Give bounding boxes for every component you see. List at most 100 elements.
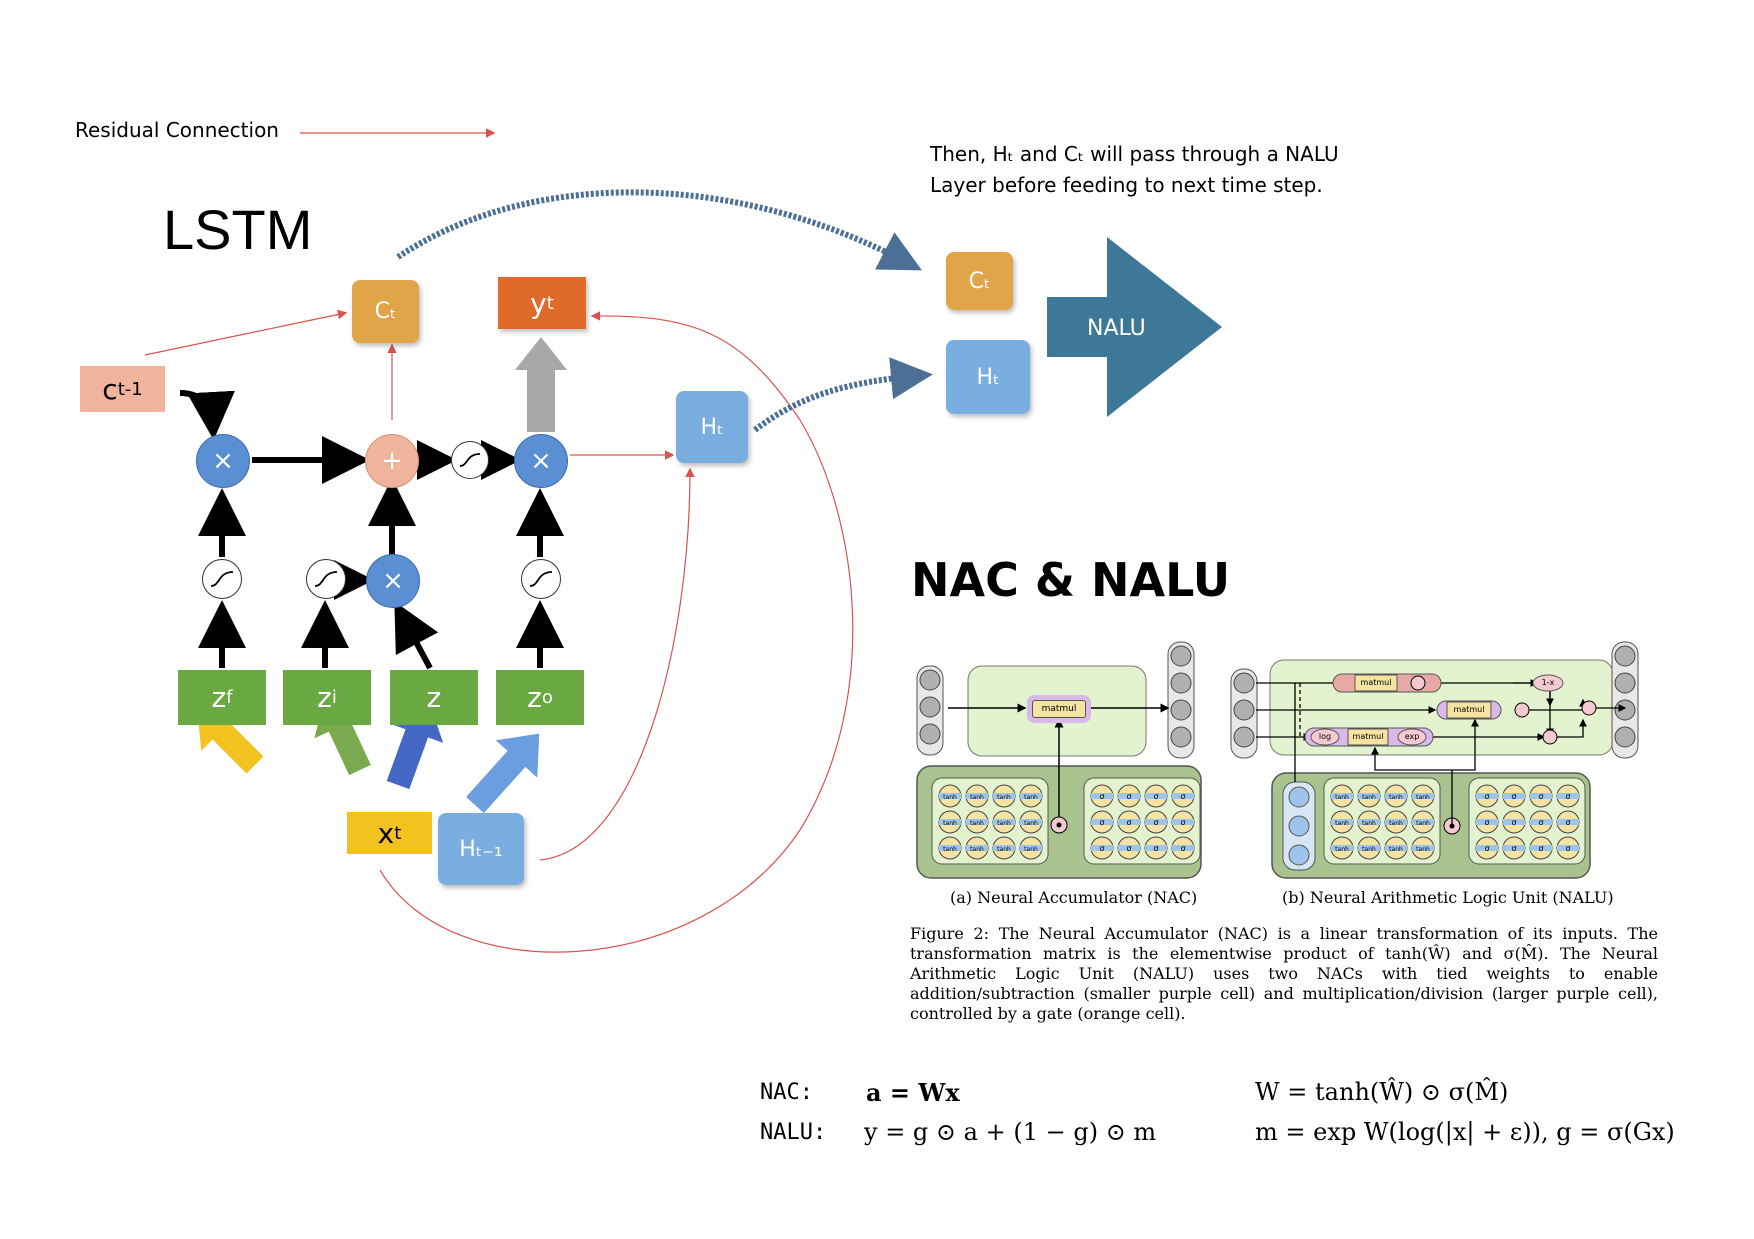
nac-tanh-cell-label: tanh (970, 794, 984, 801)
nac-tanh-cell-label: tanh (943, 794, 957, 801)
nac-sigma-cell-label: σ (1153, 818, 1158, 827)
cprev-to-forget-mult (179, 390, 235, 440)
nalu-tanh-cell-band (1412, 819, 1434, 825)
nalu-ht-label: Hₜ (976, 364, 1000, 390)
nalu-sigma-cell-band (1503, 845, 1525, 851)
nac-sigma-cell-band (1172, 793, 1194, 799)
nac-input-node (919, 669, 941, 691)
nac-tanh-cell-label: tanh (997, 820, 1011, 827)
nalu-sigma-cell-label: σ (1538, 844, 1543, 853)
xt-label: x (377, 816, 395, 850)
gate-z-base: z (426, 681, 442, 714)
hprev-box: Hₜ₋₁ (438, 813, 524, 885)
nac-sigma-cell-band (1118, 845, 1140, 851)
output-mult-symbol: × (530, 446, 552, 476)
nalu-input-nodes (1230, 668, 1258, 759)
nac-tanh-cell-band (993, 819, 1015, 825)
nalu-tanh-cell-label: tanh (1389, 820, 1403, 827)
nalu-one-minus-label: 1-x (1541, 678, 1555, 687)
nac-sigma-cell-label: σ (1126, 792, 1131, 801)
gate-zi-base: z (317, 681, 332, 714)
gate-z-box: z (390, 670, 478, 725)
nalu-tanh-cell-label: tanh (1389, 794, 1403, 801)
nac-tanh-cell-label: tanh (970, 820, 984, 827)
nac-tanh-cell-label: tanh (997, 846, 1011, 853)
nac-tanh-cell-label: tanh (970, 846, 984, 853)
nac-tanh-cell-label: tanh (1024, 820, 1038, 827)
eq-nac: a = Wx (866, 1078, 960, 1107)
nac-sigma-cell-band (1091, 819, 1113, 825)
nac-matmul-label: matmul (1032, 700, 1086, 718)
nalu-sigma-cell-label: σ (1484, 792, 1489, 801)
nac-sigma-cell-band (1118, 819, 1140, 825)
nac-tanh-cell-band (1020, 845, 1042, 851)
nac-input-node (919, 723, 941, 745)
nalu-arrow-label: NALU (1087, 316, 1146, 341)
nalu-sigma-cell-label: σ (1565, 844, 1570, 853)
note-line-2: Layer before feeding to next time step. (930, 173, 1323, 197)
nac-sigma-cell-band (1118, 793, 1140, 799)
nalu-sigma-cell-band (1503, 793, 1525, 799)
nac-output-node (1170, 726, 1192, 748)
nalu-tanh-cell-label: tanh (1416, 820, 1430, 827)
nalu-ht-box: Hₜ (946, 340, 1030, 414)
nalu-sigma-cell-label: σ (1511, 844, 1516, 853)
nalu-sigma-cell-label: σ (1538, 818, 1543, 827)
nac-sigma-cell-label: σ (1153, 792, 1158, 801)
nac-sigma-cell-label: σ (1180, 792, 1185, 801)
nalu-tanh-cell-band (1331, 819, 1353, 825)
nac-sigma-cell-label: σ (1126, 818, 1131, 827)
nac-input-node (919, 696, 941, 718)
nalu-matmul-label-3: matmul (1352, 732, 1384, 741)
nac-output-node (1170, 672, 1192, 694)
yt-label: y (530, 286, 547, 320)
nac-tanh-cell-label: tanh (1024, 846, 1038, 853)
cell-add-symbol: + (381, 446, 403, 476)
nalu-tanh-cell-label: tanh (1362, 794, 1376, 801)
nalu-matmul-label-1: matmul (1360, 678, 1392, 687)
nalu-sigma-cell-label: σ (1511, 792, 1516, 801)
hprev-label: Hₜ₋₁ (459, 836, 503, 862)
nac-tanh-cell-band (939, 793, 961, 799)
nalu-sigma-cell-band (1476, 793, 1498, 799)
nalu-tanh-cell-label: tanh (1362, 846, 1376, 853)
eq-nalu-m: m = exp W(log(|x| + ε)), g = σ(Gx) (1255, 1118, 1675, 1146)
nac-sigma-cell-band (1172, 845, 1194, 851)
gate-zf-base: z (211, 681, 227, 714)
nalu-tanh-cell-label: tanh (1416, 794, 1430, 801)
nalu-tanh-cell-band (1331, 793, 1353, 799)
nalu-sigma-cell-band (1530, 845, 1552, 851)
nalu-tanh-cell-label: tanh (1362, 820, 1376, 827)
nalu-sigma-cell-band (1530, 793, 1552, 799)
z-to-mult (394, 601, 439, 670)
input-sigma-node (306, 559, 346, 599)
gate-zo-sup: o (541, 687, 553, 708)
forget-mult-node: × (196, 434, 250, 488)
nalu-tanh-cell-band (1385, 819, 1407, 825)
ct-label: Cₜ (374, 299, 397, 324)
nalu-sigma-cell-band (1557, 819, 1579, 825)
nac-sigma-cell-band (1145, 819, 1167, 825)
nalu-sigma-cell-band (1557, 793, 1579, 799)
note-line-1: Then, Hₜ and Cₜ will pass through a NALU (930, 142, 1339, 166)
nalu-output-node (1614, 645, 1636, 667)
nalu-subcaption: (b) Neural Arithmetic Logic Unit (NALU) (1282, 888, 1614, 907)
nalu-tanh-cell-band (1358, 819, 1380, 825)
nac-sigma-cell-label: σ (1099, 818, 1104, 827)
residual-xt-to-yt (379, 311, 854, 953)
residual-hprev-to-ht (539, 467, 695, 861)
nalu-tanh-cell-label: tanh (1335, 820, 1349, 827)
nac-tanh-cell-band (993, 845, 1015, 851)
nac-nalu-title: NAC & NALU (911, 553, 1231, 607)
nalu-sigma-cell-label: σ (1511, 818, 1516, 827)
nalu-ct-label: Cₜ (968, 268, 991, 294)
nac-output-node (1170, 645, 1192, 667)
nac-sigma-cell-label: σ (1126, 844, 1131, 853)
nalu-sigma-cell-label: σ (1538, 792, 1543, 801)
